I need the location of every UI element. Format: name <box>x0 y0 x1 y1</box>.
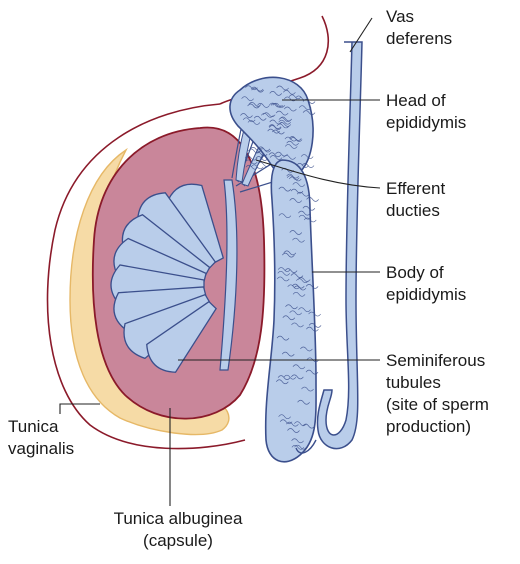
leader-vaginalis <box>60 404 100 414</box>
epididymis-body <box>266 160 316 462</box>
vas-deferens-duct <box>317 42 362 449</box>
label-body-of-epididymis: Body ofepididymis <box>386 262 466 306</box>
label-tunica-albuginea: Tunica albuginea(capsule) <box>108 508 248 552</box>
